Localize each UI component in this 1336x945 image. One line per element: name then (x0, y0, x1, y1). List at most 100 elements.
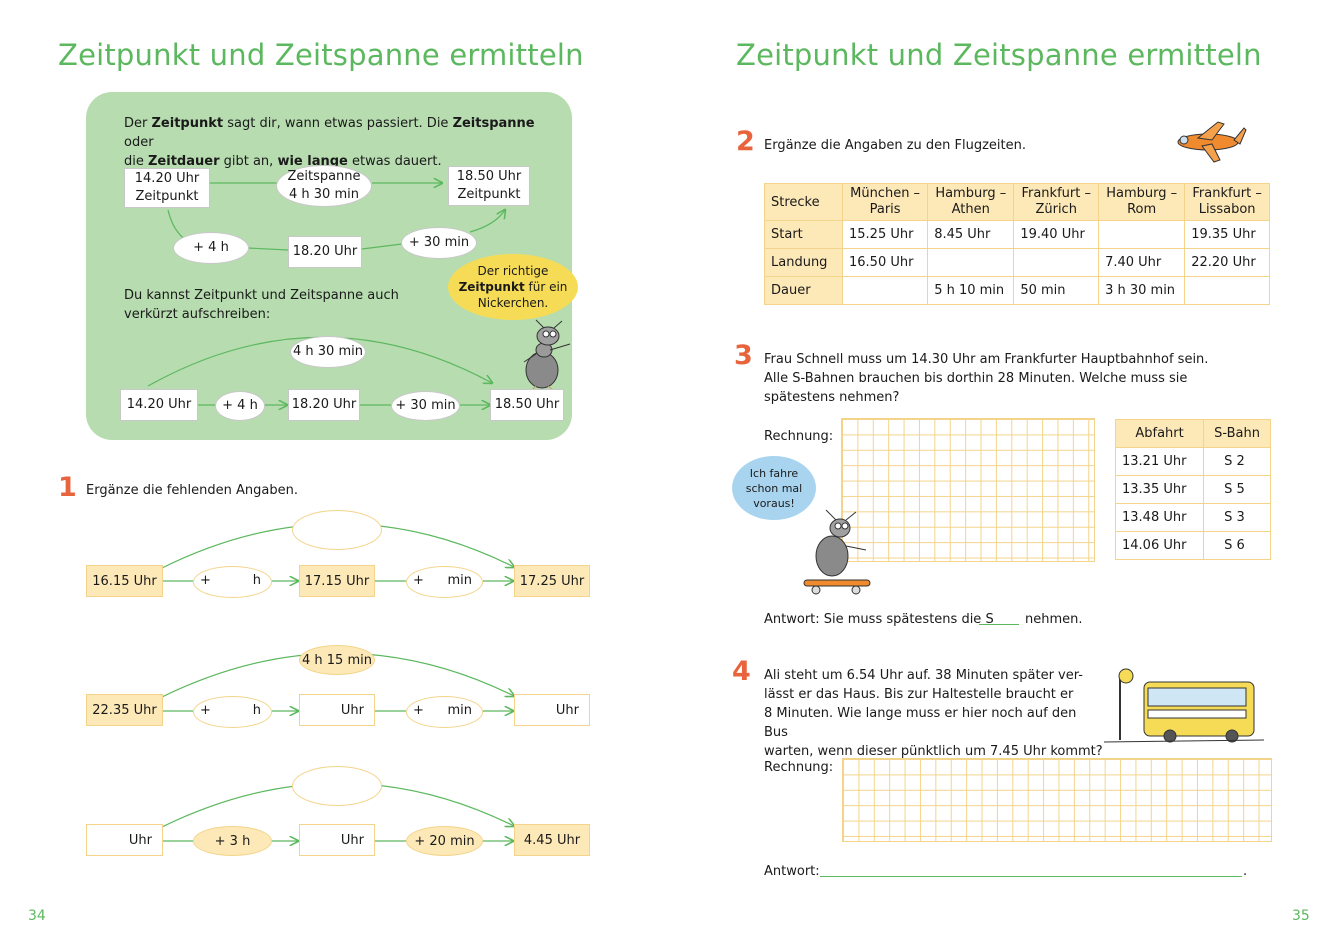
table-header: München – Paris (841, 183, 929, 221)
table-cell: S 3 (1203, 503, 1271, 532)
r2-time-1: 22.35 Uhr (86, 694, 163, 726)
row-label: Start (764, 220, 843, 249)
r2-plus-hours-input[interactable]: +h (193, 696, 272, 728)
table-cell: 19.35 Uhr (1184, 220, 1270, 249)
page-number-right: 35 (1292, 908, 1310, 924)
task3-rechnung-label: Rechnung: (764, 429, 834, 444)
task4-text: Ali steht um 6.54 Uhr auf. 38 Minuten sp… (764, 668, 1103, 759)
table-header: Abfahrt (1114, 419, 1205, 448)
table-cell: 19.40 Uhr (1013, 220, 1100, 249)
task3-answer-blank[interactable] (979, 624, 1019, 625)
r2-time-2-input[interactable]: Uhr (299, 694, 375, 726)
mid-time-box: 18.20 Uhr (288, 236, 362, 268)
intro-text: Der Zeitpunkt sagt dir, wann etwas passi… (124, 116, 535, 169)
r3-time-3: 4.45 Uhr (514, 824, 590, 856)
table-cell: 50 min (1013, 276, 1100, 305)
table-cell: 16.50 Uhr (841, 248, 929, 277)
table-cell-input[interactable] (1013, 248, 1100, 277)
r3-time-2-input[interactable]: Uhr (299, 824, 375, 856)
skateboard-ant-illustration (803, 509, 871, 595)
page-title-left: Zeitpunkt und Zeitspanne ermitteln (58, 38, 584, 72)
task1-instruction: Ergänze die fehlenden Angaben. (86, 483, 298, 498)
short-form-text: Du kannst Zeitpunkt und Zeitspanne auch … (124, 288, 399, 322)
table-row: Landung 16.50 Uhr 7.40 Uhr 22.20 Uhr (764, 248, 1270, 277)
r1-span-input[interactable] (292, 510, 382, 550)
row-plus-2: + 30 min (391, 391, 460, 421)
table-cell: 7.40 Uhr (1098, 248, 1186, 277)
task3-text: Frau Schnell muss um 14.30 Uhr am Frankf… (764, 352, 1209, 405)
task3-calc-grid[interactable] (841, 418, 1095, 562)
table-cell: 3 h 30 min (1098, 276, 1186, 305)
table-cell: 8.45 Uhr (927, 220, 1015, 249)
left-page: Zeitpunkt und Zeitspanne ermitteln (28, 38, 590, 924)
table-cell: 13.21 Uhr (1114, 447, 1205, 476)
table-header: Hamburg – Athen (927, 183, 1015, 221)
table-cell-input[interactable] (927, 248, 1015, 277)
row-time-2: 18.20 Uhr (288, 389, 360, 421)
table-header: Frankfurt – Lissabon (1184, 183, 1270, 221)
plus-hours-oval: + 4 h (173, 232, 249, 264)
bus-stop-illustration (1104, 668, 1264, 743)
r2-plus-min-input[interactable]: +min (406, 696, 483, 728)
task2-instruction: Ergänze die Angaben zu den Flugzeiten. (764, 138, 1027, 153)
table-cell: S 5 (1203, 475, 1271, 504)
right-page: Zeitpunkt und Zeitspanne ermitteln 2 Erg… (668, 0, 1336, 945)
table-cell: 22.20 Uhr (1184, 248, 1270, 277)
plus-min-oval: + 30 min (401, 227, 477, 259)
table-cell: 14.06 Uhr (1114, 531, 1205, 560)
r2-span-oval: 4 h 15 min (299, 645, 375, 675)
table-cell: S 2 (1203, 447, 1271, 476)
task-number-1: 1 (58, 472, 77, 503)
r1-plus-hours-input[interactable]: +h (193, 566, 272, 598)
task4-answer-line[interactable] (820, 876, 1242, 877)
table-row: Start 15.25 Uhr 8.45 Uhr 19.40 Uhr 19.35… (764, 220, 1270, 249)
task-number-2: 2 (736, 126, 755, 157)
ant-mascot-illustration (523, 319, 571, 395)
task3-answer-a: Antwort: Sie muss spätestens die S (764, 612, 994, 627)
table-header: S-Bahn (1203, 419, 1271, 448)
table-cell-input[interactable] (1098, 220, 1186, 249)
airplane-icon (1177, 121, 1247, 163)
table-cell-input[interactable] (841, 276, 929, 305)
r2-time-3-input[interactable]: Uhr (514, 694, 590, 726)
page-number-left: 34 (28, 908, 46, 924)
r3-plus-hours-oval: + 3 h (193, 826, 272, 856)
task4-rechnung-label: Rechnung: (764, 760, 834, 775)
table-cell: 15.25 Uhr (841, 220, 929, 249)
r3-plus-min-oval: + 20 min (406, 826, 483, 856)
task-number-4: 4 (732, 656, 751, 687)
task4-calc-grid[interactable] (842, 758, 1272, 842)
table-header: Hamburg – Rom (1098, 183, 1186, 221)
row-label: Landung (764, 248, 843, 277)
table-header: Strecke (764, 183, 843, 221)
table-cell: S 6 (1203, 531, 1271, 560)
flight-times-table: Strecke München – Paris Hamburg – Athen … (764, 183, 1270, 305)
r1-time-2: 17.15 Uhr (299, 565, 375, 597)
r1-time-3: 17.25 Uhr (514, 565, 590, 597)
row-time-1: 14.20 Uhr (120, 389, 198, 421)
skater-speech-bubble: Ich fahre schon mal voraus! (732, 456, 816, 520)
task-number-3: 3 (734, 340, 753, 371)
table-cell: 13.48 Uhr (1114, 503, 1205, 532)
page-title-right: Zeitpunkt und Zeitspanne ermitteln (736, 38, 1262, 72)
flight-table-header: Strecke München – Paris Hamburg – Athen … (764, 183, 1270, 221)
task3-answer-b: nehmen. (1025, 612, 1083, 627)
r3-span-input[interactable] (292, 766, 382, 806)
table-row: Dauer 5 h 10 min 50 min 3 h 30 min (764, 276, 1270, 305)
table-cell-input[interactable] (1184, 276, 1270, 305)
row-time-3: 18.50 Uhr (490, 389, 564, 421)
r1-time-1: 16.15 Uhr (86, 565, 163, 597)
table-cell: 5 h 10 min (927, 276, 1015, 305)
row-label: Dauer (764, 276, 843, 305)
task4-answer-period: . (1243, 864, 1248, 879)
task4-answer-label: Antwort: (764, 864, 820, 879)
r1-plus-min-input[interactable]: +min (406, 566, 483, 598)
table-header: Frankfurt – Zürich (1013, 183, 1100, 221)
r3-time-1-input[interactable]: Uhr (86, 824, 163, 856)
